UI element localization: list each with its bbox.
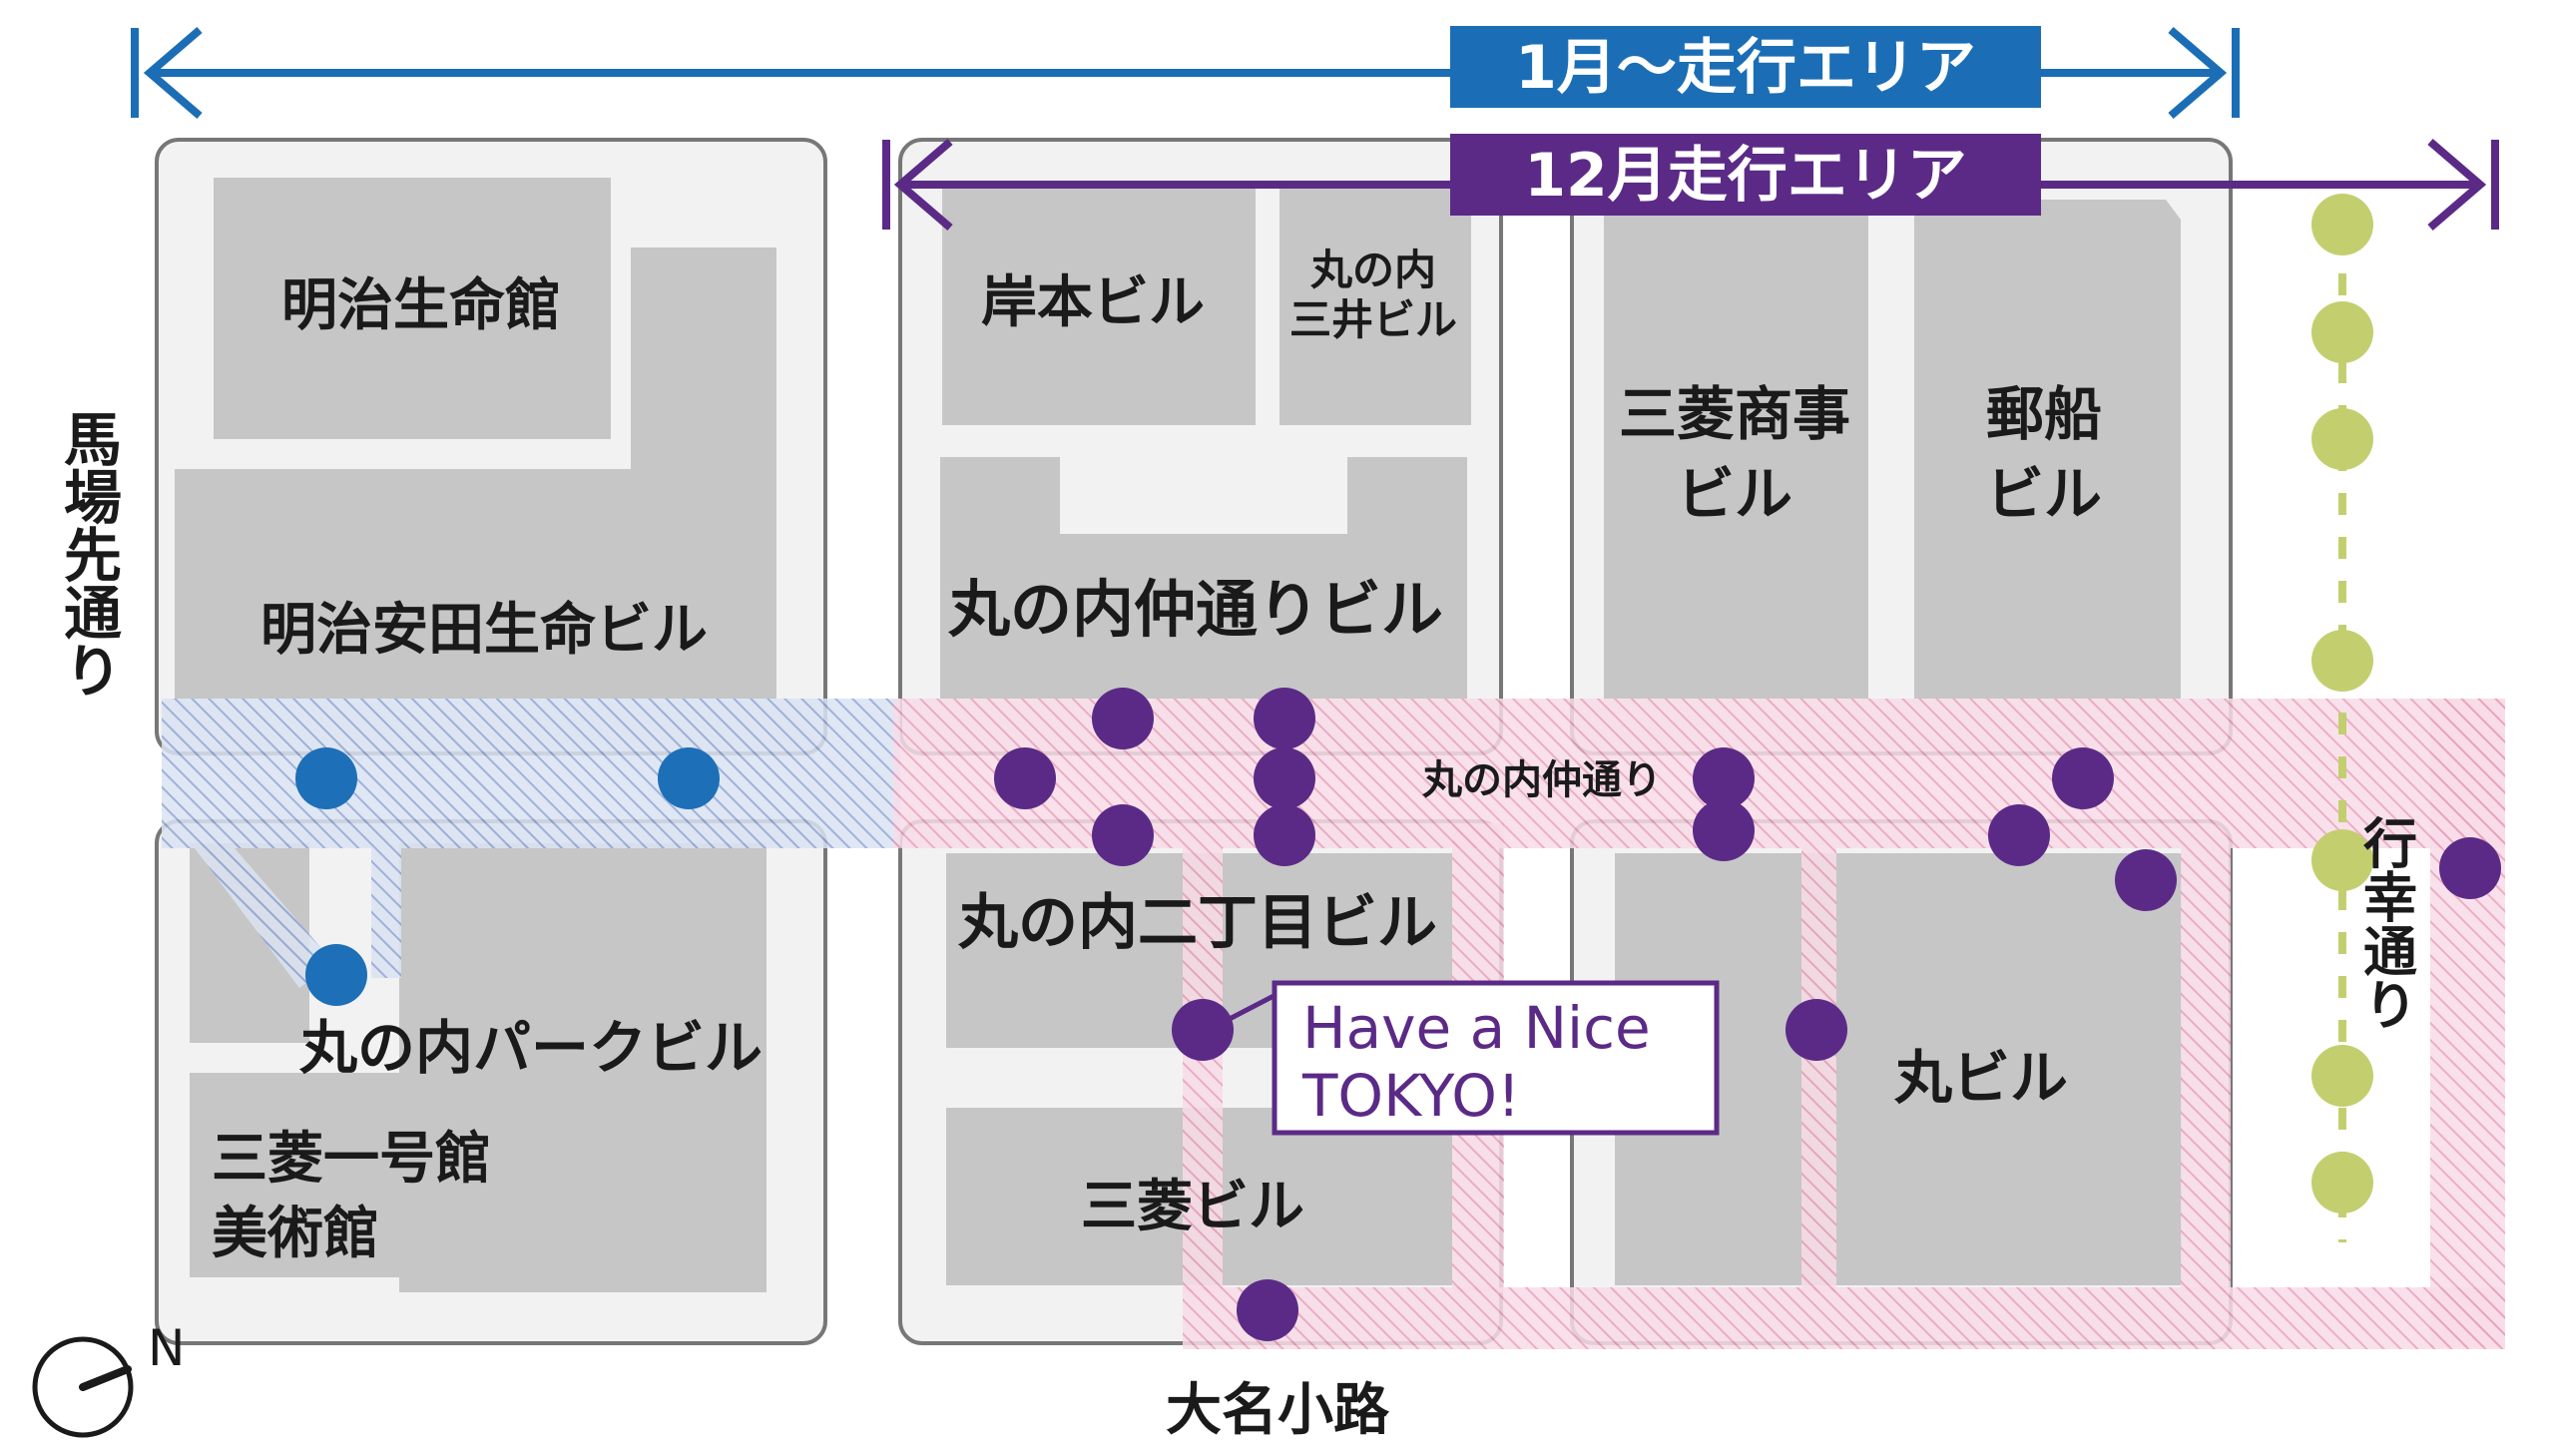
label-babasaki: 馬場先通り xyxy=(54,409,122,699)
label-yusen-line1: 郵船 xyxy=(1986,380,2102,448)
jan-right-head xyxy=(2168,26,2228,120)
january-area-banner xyxy=(1450,26,2041,108)
stop-purple-3[interactable] xyxy=(1254,688,1315,749)
footprint-mitsubishi-shoji xyxy=(1604,200,1868,699)
label-gyoko: 行幸通り xyxy=(2354,815,2417,1031)
stop-purple-15[interactable] xyxy=(1237,1279,1298,1341)
building-labels: 明治生命館 明治安田生命ビル 岸本ビル 丸の内 三井ビル 丸の内仲通りビル 三菱… xyxy=(212,245,2102,1266)
label-nichome: 丸の内二丁目ビル xyxy=(957,888,1437,958)
label-park-bldg: 丸の内パークビル xyxy=(298,1014,763,1082)
dec-left-head xyxy=(893,138,953,232)
label-yusen-line2: ビル xyxy=(1986,460,2102,528)
stop-blue-2[interactable] xyxy=(658,747,720,809)
stop-purple-2[interactable] xyxy=(1092,688,1154,749)
stop-purple-8[interactable] xyxy=(1693,799,1755,861)
callout-box xyxy=(1272,980,1720,1136)
tree-5 xyxy=(2311,829,2373,891)
stop-purple-12[interactable] xyxy=(2439,837,2501,899)
label-naka-dori: 丸の内仲通り xyxy=(1421,757,1662,803)
december-area-banner xyxy=(1450,134,2041,216)
december-area-label: 12月走行エリア xyxy=(1524,141,1967,211)
zone-blue-vertical xyxy=(371,848,401,978)
have-a-nice-tokyo-callout: Have a Nice TOKYO! xyxy=(1224,980,1720,1136)
route-stops-blue xyxy=(295,747,720,1006)
footprint-naka-dori-bldg xyxy=(940,457,1467,699)
label-daimyo-koji: 大名小路 xyxy=(1166,1378,1390,1443)
zone-blue-street xyxy=(162,699,900,848)
gyoko-trees xyxy=(2311,194,2373,1242)
label-mitsui-line1: 丸の内 xyxy=(1309,245,1436,294)
label-maru-bldg: 丸ビル xyxy=(1893,1044,2068,1112)
stop-blue-3[interactable] xyxy=(305,944,367,1006)
zone-blue-diagonal xyxy=(195,848,334,988)
zone-pink-bottom xyxy=(1183,1287,2505,1349)
tree-4 xyxy=(2311,630,2373,692)
zone-pink-maru-east xyxy=(2181,848,2231,1292)
stop-blue-1[interactable] xyxy=(295,747,357,809)
stop-purple-14[interactable] xyxy=(1172,999,1234,1061)
label-meiji-yasuda: 明治安田生命ビル xyxy=(260,598,708,663)
tree-2 xyxy=(2311,301,2373,363)
tree-1 xyxy=(2311,194,2373,255)
north-compass: N xyxy=(32,1319,185,1438)
stop-purple-10[interactable] xyxy=(1988,804,2050,866)
callout-leader xyxy=(1224,990,1281,1024)
label-kishimoto: 岸本ビル xyxy=(981,270,1205,335)
jan-left-head xyxy=(143,26,203,120)
footprint-kishimoto xyxy=(942,188,1256,425)
compass-north-label: N xyxy=(148,1319,185,1377)
label-mitsubishi-shoji-line1: 三菱商事 xyxy=(1619,380,1850,448)
tree-7 xyxy=(2311,1152,2373,1213)
tree-3 xyxy=(2311,408,2373,470)
stop-purple-11[interactable] xyxy=(2115,849,2177,911)
zone-pink-maru-west xyxy=(1801,848,1836,1292)
label-mitsui-line2: 三井ビル xyxy=(1289,295,1457,344)
footprint-ichigokan-annex xyxy=(414,1227,474,1292)
street-labels: 馬場先通り 丸の内仲通り 行幸通り 大名小路 xyxy=(54,409,2417,1443)
stop-purple-6[interactable] xyxy=(1254,804,1315,866)
footprint-mitsui xyxy=(1279,188,1471,425)
zone-pink-east-loop-right xyxy=(2430,699,2505,1347)
label-ichigokan-line1: 三菱一号館 xyxy=(212,1127,491,1192)
stop-purple-4[interactable] xyxy=(1254,747,1315,809)
footprint-yusen xyxy=(1914,200,2181,699)
footprint-meiji-yasuda xyxy=(175,247,776,699)
label-naka-dori-bldg: 丸の内仲通りビル xyxy=(947,573,1443,646)
dec-right-head xyxy=(2427,138,2487,232)
route-stops-purple xyxy=(994,688,2501,1341)
stop-purple-13[interactable] xyxy=(1786,999,1847,1061)
tree-6 xyxy=(2311,1045,2373,1107)
label-mitsubishi-bldg: 三菱ビル xyxy=(1081,1175,1304,1239)
zone-pink-daimyo xyxy=(1183,848,1223,1292)
label-meiji-seimeikan: 明治生命館 xyxy=(281,273,561,338)
callout-line2: TOKYO! xyxy=(1301,1062,1520,1130)
january-area-label: 1月～走行エリア xyxy=(1515,33,1976,103)
stop-purple-1[interactable] xyxy=(994,747,1056,809)
stop-purple-7[interactable] xyxy=(1693,747,1755,809)
footprint-meiji-seimeikan xyxy=(214,178,611,439)
callout-line1: Have a Nice xyxy=(1302,994,1651,1062)
stop-purple-5[interactable] xyxy=(1092,804,1154,866)
label-ichigokan-line2: 美術館 xyxy=(212,1202,379,1266)
stop-purple-9[interactable] xyxy=(2052,747,2114,809)
compass-needle xyxy=(79,1365,132,1391)
label-mitsubishi-shoji-line2: ビル xyxy=(1677,460,1792,528)
